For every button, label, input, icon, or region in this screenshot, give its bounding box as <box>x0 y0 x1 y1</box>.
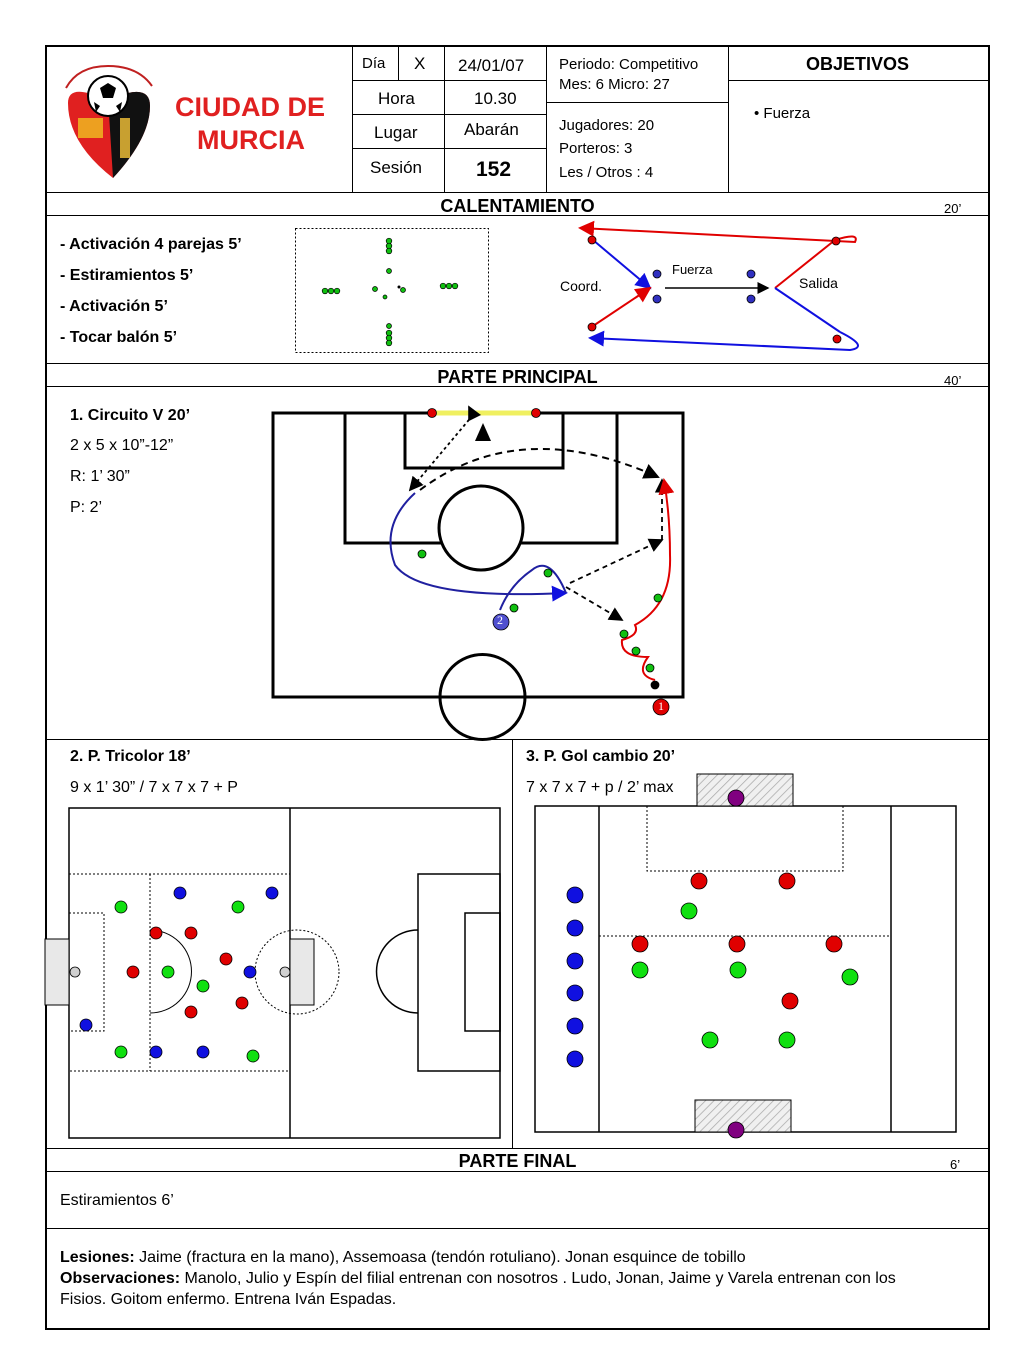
ex1-marker-1: 1 <box>658 699 664 713</box>
warmup-item-1: - Activación 4 parejas 5’ <box>60 236 242 253</box>
ex1-line2: R: 1’ 30” <box>70 468 130 485</box>
ex3-title: 3. P. Gol cambio 20’ <box>526 748 676 765</box>
warmup-label-fuerza: Fuerza <box>672 262 713 277</box>
objetivos-item: • Fuerza <box>754 105 811 122</box>
jugadores: Jugadores: 20 <box>559 117 655 134</box>
sesion-value: 152 <box>476 158 512 181</box>
ex1-line3: P: 2’ <box>70 499 103 516</box>
lugar-value: Abarán <box>464 120 519 139</box>
tricolor-diagram <box>44 807 501 1139</box>
warmup-circuit-diagram <box>578 220 859 352</box>
lesiones-line: Lesiones: Jaime (fractura en la mano), A… <box>60 1249 746 1267</box>
final-minutes: 6’ <box>950 1157 961 1172</box>
warmup-pairs-diagram <box>295 228 489 353</box>
principal-title-line <box>45 386 990 387</box>
warmup-item-3: - Activación 5’ <box>60 298 168 315</box>
notes-top-line <box>45 1228 990 1229</box>
ex2-title: 2. P. Tricolor 18’ <box>70 748 191 765</box>
observaciones-text: Manolo, Julio y Espín del filial entrena… <box>180 1270 896 1287</box>
final-title: PARTE FINAL <box>458 1151 577 1171</box>
session-sheet <box>45 45 990 1330</box>
header-col-line <box>352 45 353 193</box>
ex2-line1: 9 x 1’ 30” / 7 x 7 x 7 + P <box>70 779 238 796</box>
header-row-line <box>352 114 546 115</box>
dia-mark: X <box>414 54 426 73</box>
header-row-line <box>728 80 990 81</box>
header-divider <box>45 192 990 193</box>
header-col-line <box>546 45 547 193</box>
warmup-label-coord: Coord. <box>560 278 603 294</box>
final-title-line <box>45 1171 990 1172</box>
header-row-line <box>352 148 546 149</box>
header-row-line <box>352 80 546 81</box>
warmup-item-4: - Tocar balón 5’ <box>60 329 178 346</box>
calentamiento-minutes: 20’ <box>944 201 962 216</box>
club-logo <box>65 64 153 178</box>
circuito-v-diagram <box>271 405 685 741</box>
periodo: Periodo: Competitivo <box>559 56 699 73</box>
les-otros: Les / Otros : 4 <box>559 164 654 181</box>
header-col-line <box>398 45 399 80</box>
header-col-line <box>444 45 445 193</box>
club-name-line1: CIUDAD DE <box>175 92 326 122</box>
lesiones-text: Jaime (fractura en la mano), Assemoasa (… <box>134 1249 746 1266</box>
exercises-col-divider <box>512 739 513 1149</box>
session-date: 24/01/07 <box>458 56 525 75</box>
lesiones-label: Lesiones: <box>60 1249 135 1266</box>
objetivos-title: OBJETIVOS <box>806 54 910 74</box>
observaciones-line2: Fisios. Goitom enfermo. Entrena Iván Esp… <box>60 1291 397 1308</box>
principal-top-line <box>45 363 990 364</box>
lugar-label: Lugar <box>374 123 418 142</box>
hora-value: 10.30 <box>474 89 517 108</box>
observaciones-label: Observaciones: <box>60 1270 181 1287</box>
club-name-line2: MURCIA <box>197 125 305 155</box>
exercises-divider <box>45 739 990 740</box>
hora-label: Hora <box>378 89 415 108</box>
porteros: Porteros: 3 <box>559 140 633 157</box>
final-text: Estiramientos 6’ <box>60 1192 174 1209</box>
warmup-item-2: - Estiramientos 5’ <box>60 267 194 284</box>
calentamiento-title-line <box>45 215 990 216</box>
dia-label: Día <box>362 55 386 72</box>
warmup-label-salida: Salida <box>799 275 838 291</box>
header-col-line <box>728 45 729 193</box>
mes-micro: Mes: 6 Micro: 27 <box>559 76 670 93</box>
final-top-line <box>45 1148 990 1149</box>
ex3-line1: 7 x 7 x 7 + p / 2’ max <box>526 779 674 796</box>
principal-title: PARTE PRINCIPAL <box>437 367 598 387</box>
ex1-line1: 2 x 5 x 10”-12” <box>70 437 174 454</box>
ex1-marker-2: 2 <box>497 613 503 627</box>
sesion-label: Sesión <box>370 158 422 177</box>
principal-minutes: 40’ <box>944 373 962 388</box>
calentamiento-title: CALENTAMIENTO <box>440 196 595 216</box>
gol-cambio-diagram <box>534 773 957 1139</box>
observaciones-line: Observaciones: Manolo, Julio y Espín del… <box>60 1270 896 1288</box>
ex1-title: 1. Circuito V 20’ <box>70 407 191 424</box>
header-row-line <box>546 102 728 103</box>
